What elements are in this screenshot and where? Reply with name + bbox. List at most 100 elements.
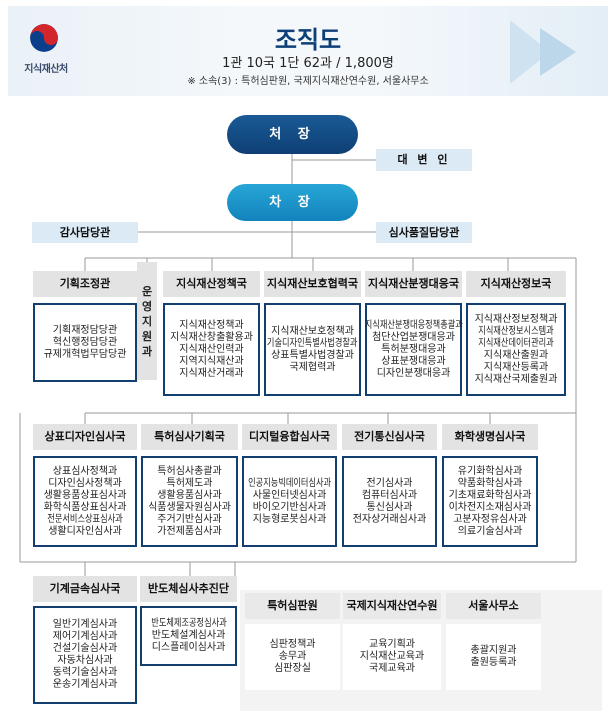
unit: 지식재산등록과 — [483, 361, 549, 373]
operations-support-node: 운 영 지 원 과 — [137, 262, 157, 380]
unit: 기술디자인특별사법경찰과 — [267, 337, 358, 349]
spokesperson-node: 대 변 인 — [376, 149, 472, 171]
dept-chem-bio-exam: 화학생명심사국 — [442, 424, 538, 450]
unit: 반도체설계심사과 — [151, 630, 226, 641]
unit: 생활용품심사과 — [157, 489, 222, 501]
unit: 혁신행정담당관 — [52, 336, 118, 348]
unit: 국제교육과 — [369, 663, 415, 674]
unit: 인공지능빅데이터심사과 — [248, 477, 332, 489]
unit: 가전제품심사과 — [157, 525, 222, 537]
unit: 상표심사정책과 — [52, 465, 118, 477]
dept-semiconductor-exam-units: 반도체제조공정심사과 반도체설계심사과 디스플레이심사과 — [140, 606, 237, 666]
unit: 지식재산정보정책과 — [474, 313, 558, 325]
unit: 지식재산보호정책과 — [271, 325, 354, 337]
chief-node: 처 장 — [227, 115, 358, 154]
unit: 특허심사총괄과 — [157, 465, 222, 477]
unit: 특허분쟁대응과 — [381, 343, 446, 355]
unit: 상표특별사법경찰과 — [271, 349, 354, 361]
dept-patent-exam-planning: 특허심사기획국 — [141, 424, 238, 450]
unit: 첨단산업분쟁대응과 — [372, 331, 455, 343]
ops-char: 운 — [141, 284, 153, 298]
unit: 디자인분쟁대응과 — [376, 367, 451, 379]
unit: 이차전지소재심사과 — [448, 501, 532, 513]
unit: 지식재산데이터관리과 — [478, 337, 554, 349]
unit: 디스플레이심사과 — [151, 642, 226, 653]
unit: 사물인터넷심사과 — [252, 489, 327, 501]
dept-ip-protection: 지식재산보호협력국 — [264, 271, 361, 297]
unit: 자동차심사과 — [57, 655, 113, 666]
affil-seoul-office-units: 총괄지원과 출원등록과 — [446, 624, 541, 690]
dept-digital-convergence-exam: 디지털융합심사국 — [242, 424, 337, 450]
unit: 식품생물자원심사과 — [148, 501, 231, 513]
unit: 운송기계심사과 — [52, 679, 118, 690]
unit: 화학식품상표심사과 — [43, 501, 127, 513]
quality-office-node: 심사품질담당관 — [376, 222, 472, 243]
unit: 동력기술심사과 — [52, 667, 118, 678]
unit: 지식재산거래과 — [179, 367, 244, 379]
unit: 일반기계심사과 — [52, 619, 118, 630]
audit-office-node: 감사담당관 — [32, 222, 138, 243]
dept-trademark-design-exam: 상표디자인심사국 — [33, 424, 137, 450]
dept-ip-protection-units: 지식재산보호정책과 기술디자인특별사법경찰과 상표특별사법경찰과 국제협력과 — [264, 303, 361, 396]
organization-summary: 1관 10국 1단 62과 / 1,800명 — [222, 56, 394, 71]
dept-digital-convergence-exam-units: 인공지능빅데이터심사과 사물인터넷심사과 바이오기반심사과 지능형로봇심사과 — [242, 456, 337, 547]
unit: 출원등록과 — [470, 657, 517, 668]
unit: 통신심사과 — [366, 501, 413, 513]
unit: 송무과 — [278, 651, 307, 662]
unit: 규제개혁법무담당관 — [43, 348, 127, 360]
unit: 반도체제조공정심사과 — [150, 618, 227, 629]
dept-ip-policy-units: 지식재산정책과 지식재산창출활용과 지식재산인력과 지역지식재산과 지식재산거래… — [163, 303, 260, 396]
dept-electric-telecom-exam: 전기통신심사국 — [342, 424, 437, 450]
dept-ip-dispute-units: 지식재산분쟁대응정책총괄과 첨단산업분쟁대응과 특허분쟁대응과 상표분쟁대응과 … — [364, 303, 463, 396]
unit: 디자인심사정책과 — [48, 477, 122, 489]
logo-text: 지식재산처 — [24, 64, 68, 75]
unit: 지식재산인력과 — [179, 343, 244, 355]
unit: 유기화학심사과 — [457, 465, 523, 477]
ops-char: 과 — [141, 344, 153, 358]
affiliates-note: ※ 소속(3) : 특허심판원, 국제지식재산연수원, 서울사무소 — [187, 76, 429, 87]
unit: 의료기술심사과 — [457, 525, 523, 537]
unit: 생활용품상표심사과 — [43, 489, 127, 501]
vice-chief-node: 차 장 — [227, 184, 358, 221]
taegeuk-logo-icon — [30, 24, 58, 52]
unit: 고분자정유심사과 — [453, 513, 527, 525]
header-banner — [8, 6, 608, 96]
unit: 교육기획과 — [369, 639, 415, 650]
unit: 제어기계심사과 — [52, 631, 118, 642]
unit: 특허제도과 — [166, 477, 213, 489]
unit: 컴퓨터심사과 — [361, 489, 418, 501]
unit: 지식재산출원과 — [483, 349, 549, 361]
unit: 지식재산정보시스템과 — [478, 325, 554, 337]
unit: 지식재산정책과 — [179, 319, 244, 331]
unit: 전자상거래심사과 — [352, 513, 427, 525]
dept-ip-policy: 지식재산정책국 — [163, 271, 260, 297]
unit: 지식재산교육과 — [359, 651, 425, 662]
affil-seoul-office: 서울사무소 — [446, 593, 541, 619]
unit: 전기심사과 — [366, 477, 413, 489]
ops-char: 지 — [141, 314, 153, 328]
dept-planning: 기획조정관 — [33, 271, 137, 297]
dept-machinery-metal-exam: 기계금속심사국 — [33, 576, 137, 602]
unit: 총괄지원과 — [470, 645, 517, 656]
dept-planning-units: 기획재정담당관 혁신행정담당관 규제개혁법무담당관 — [33, 303, 137, 382]
unit: 생활디자인심사과 — [48, 525, 122, 537]
unit: 심판장실 — [274, 663, 311, 674]
unit: 지능형로봇심사과 — [252, 513, 327, 525]
unit: 약품화학심사과 — [457, 477, 523, 489]
unit: 심판정책과 — [269, 639, 316, 650]
dept-ip-information: 지식재산정보국 — [466, 271, 566, 297]
unit: 국제협력과 — [289, 361, 336, 373]
dept-chem-bio-exam-units: 유기화학심사과 약품화학심사과 기초재료화학심사과 이차전지소재심사과 고분자정… — [442, 456, 538, 547]
unit: 주거기반심사과 — [157, 513, 222, 525]
dept-semiconductor-exam: 반도체심사추진단 — [140, 576, 237, 602]
affil-ip-academy-units: 교육기획과 지식재산교육과 국제교육과 — [343, 624, 441, 690]
dept-trademark-design-exam-units: 상표심사정책과 디자인심사정책과 생활용품상표심사과 화학식품상표심사과 전문서… — [33, 456, 137, 547]
unit: 지식재산창출활용과 — [170, 331, 253, 343]
dept-machinery-metal-exam-units: 일반기계심사과 제어기계심사과 건설기술심사과 자동차심사과 동력기술심사과 운… — [33, 606, 137, 704]
dept-patent-exam-planning-units: 특허심사총괄과 특허제도과 생활용품심사과 식품생물자원심사과 주거기반심사과 … — [141, 456, 238, 547]
ops-char: 원 — [141, 329, 153, 343]
affil-ip-academy: 국제지식재산연수원 — [343, 593, 441, 619]
affil-patent-tribunal-units: 심판정책과 송무과 심판장실 — [245, 624, 340, 690]
affil-patent-tribunal: 특허심판원 — [245, 593, 340, 619]
